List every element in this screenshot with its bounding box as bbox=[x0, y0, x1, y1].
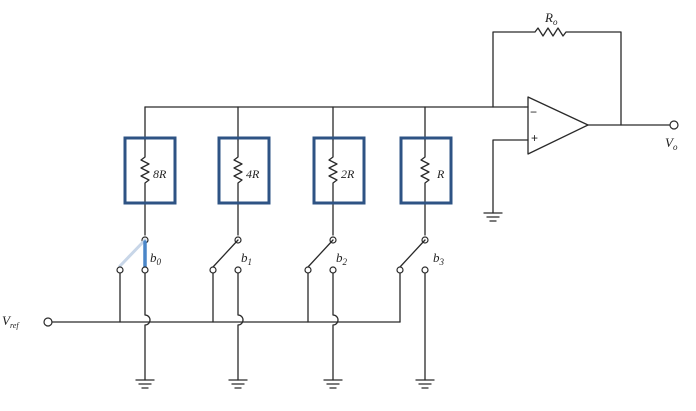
op-amp: − + bbox=[492, 96, 671, 214]
switch-contact-ground-icon bbox=[234, 266, 242, 274]
switch-contact-ground-icon bbox=[141, 266, 149, 274]
resistor-highlight-box bbox=[312, 136, 366, 205]
reference-input: Vref bbox=[2, 313, 401, 330]
switch-blade-b3 bbox=[399, 239, 426, 268]
switch-contact-ground-icon bbox=[329, 266, 337, 274]
bit-label-b2: b2 bbox=[336, 250, 348, 267]
switch-contact-ground-icon bbox=[421, 266, 429, 274]
opamp-ground bbox=[483, 212, 503, 222]
bit-label-b1: b1 bbox=[241, 250, 252, 267]
branch-b3: R b3 bbox=[396, 136, 453, 389]
branch-b0: 8R b0 bbox=[116, 136, 177, 389]
switch-contact-ref-icon bbox=[396, 266, 404, 274]
switch-contact-ref-icon bbox=[116, 266, 124, 274]
reference-terminal-icon bbox=[43, 317, 53, 327]
opamp-inverting-sign: − bbox=[530, 105, 537, 119]
opamp-noninverting-sign: + bbox=[531, 131, 538, 145]
switch-blade-b2 bbox=[307, 239, 334, 268]
resistor-label-r: R bbox=[436, 167, 445, 181]
switch-contact-ref-icon bbox=[304, 266, 312, 274]
feedback-resistor: Ro bbox=[492, 10, 622, 126]
output-voltage-label: Vo bbox=[665, 135, 678, 152]
switch-blade-b0 bbox=[118, 238, 147, 268]
resistor-highlight-box bbox=[217, 136, 271, 205]
switch-contact-ref-icon bbox=[209, 266, 217, 274]
branch-b2: 2R b2 bbox=[304, 136, 366, 389]
reference-voltage-label: Vref bbox=[2, 313, 20, 330]
resistor-label-8r: 8R bbox=[153, 167, 167, 181]
resistor-label-4r: 4R bbox=[246, 167, 260, 181]
output-terminal: Vo bbox=[665, 120, 679, 152]
bit-label-b0: b0 bbox=[150, 250, 162, 267]
feedback-resistor-label: Ro bbox=[544, 10, 558, 27]
resistor-highlight-box bbox=[123, 136, 177, 205]
switch-blade-b1 bbox=[212, 239, 239, 268]
branch-b1: 4R b1 bbox=[209, 136, 271, 389]
summing-bus bbox=[144, 106, 526, 141]
output-terminal-icon bbox=[669, 120, 679, 130]
resistor-highlight-box bbox=[399, 136, 453, 205]
bit-label-b3: b3 bbox=[433, 250, 445, 267]
resistor-label-2r: 2R bbox=[341, 167, 355, 181]
